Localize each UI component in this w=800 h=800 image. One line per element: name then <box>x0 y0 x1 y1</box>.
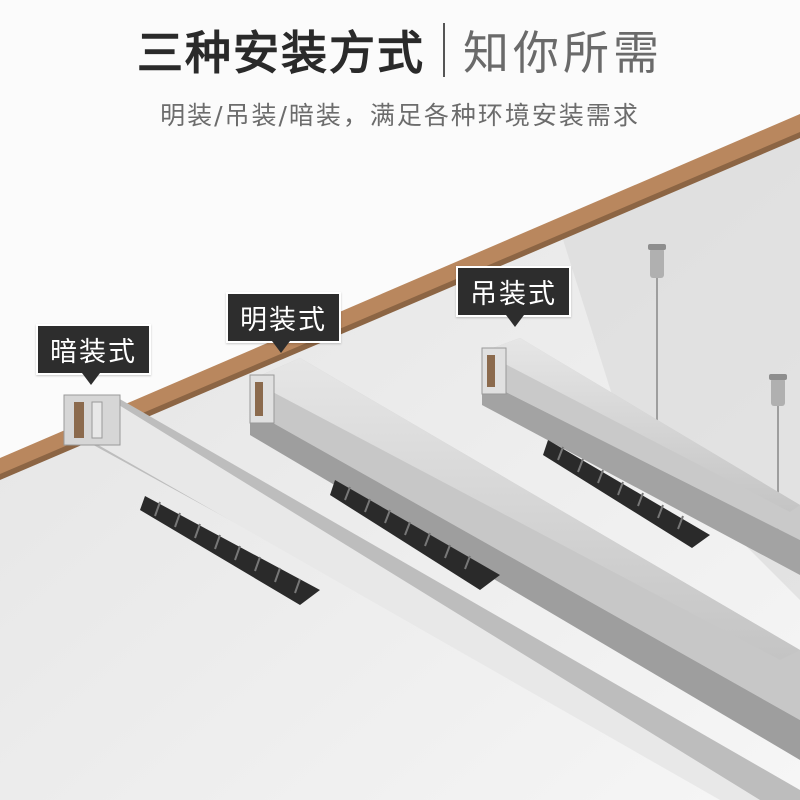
recessed-fixture <box>63 394 800 800</box>
pendant-fixture <box>481 338 800 575</box>
page-title: 三种安装方式 <box>137 26 425 80</box>
label-surface-mount: 明装式 <box>226 292 341 353</box>
back-wall <box>0 0 800 465</box>
label-recessed-mount: 暗装式 <box>36 324 151 385</box>
label-pendant-mount: 吊装式 <box>456 266 571 327</box>
title-divider <box>443 23 445 77</box>
page-subtitle: 明装/吊装/暗装，满足各种环境安装需求 <box>160 101 640 130</box>
header: 三种安装方式 知你所需 明装/吊装/暗装，满足各种环境安装需求 <box>0 18 800 132</box>
page-title-secondary: 知你所需 <box>463 26 663 80</box>
wood-trim-edge <box>0 132 800 480</box>
title-row: 三种安装方式 知你所需 <box>0 18 800 82</box>
surface-fixture <box>249 358 800 760</box>
pendant-cables <box>648 244 787 535</box>
wood-trim <box>0 114 800 476</box>
